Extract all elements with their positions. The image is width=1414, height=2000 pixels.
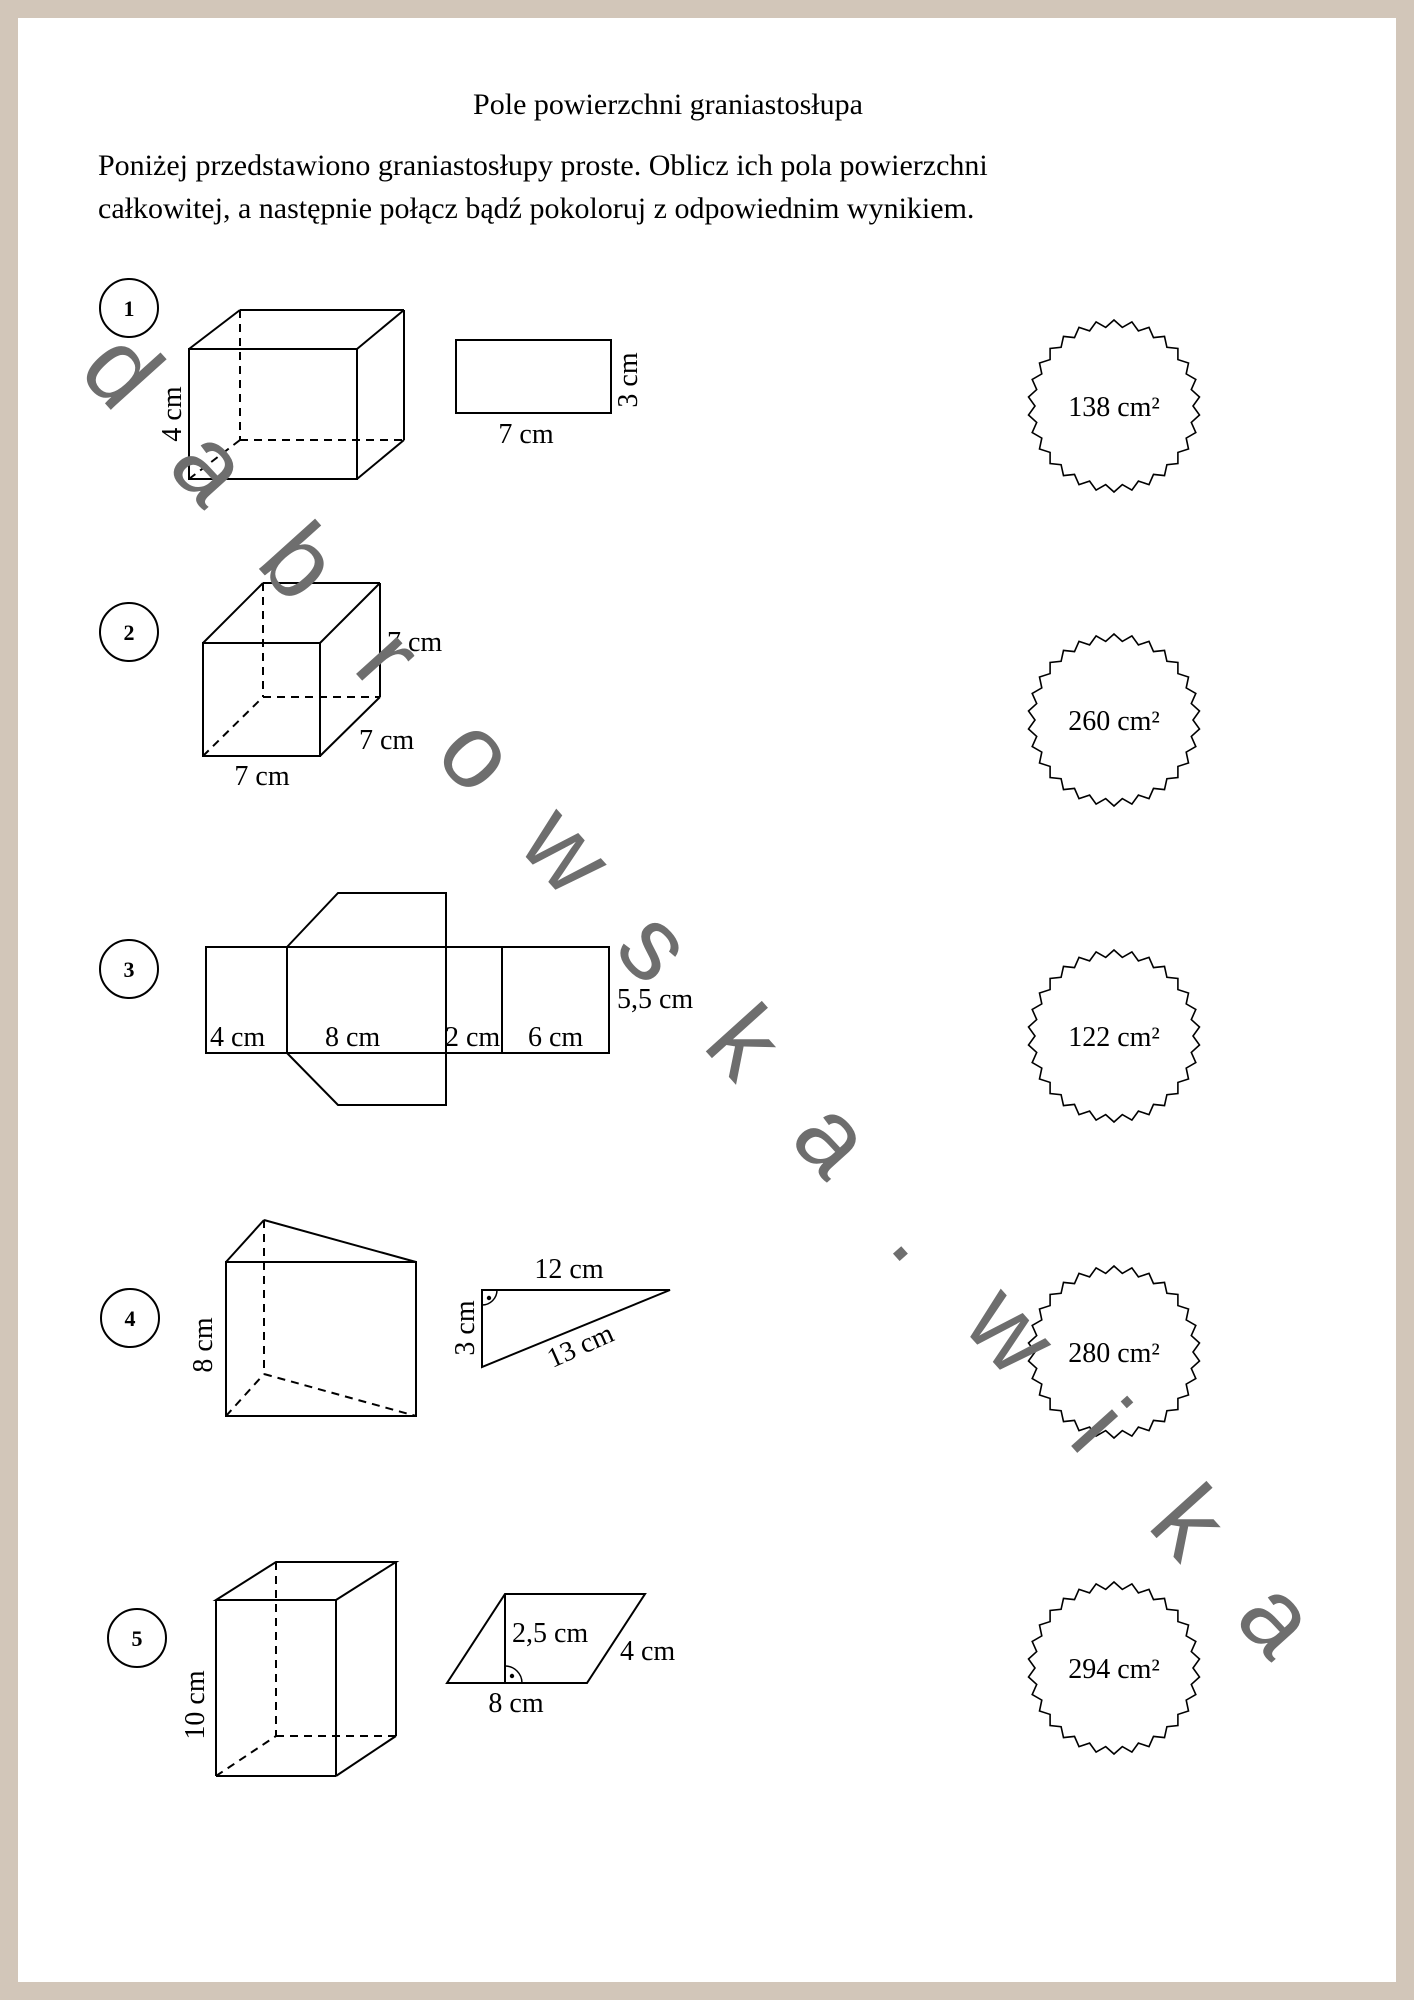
dimension-label: 8 cm — [488, 1688, 543, 1719]
dimension-label: 7 cm — [387, 627, 442, 658]
cube-figure — [202, 582, 381, 757]
answer-badge-5 — [1027, 1580, 1201, 1756]
parallelogram-base — [445, 1593, 647, 1684]
answer-value: 260 cm² — [1068, 706, 1160, 737]
task-number-circle — [100, 1288, 160, 1348]
cuboid-figure — [188, 309, 405, 480]
prism-net-figure — [205, 892, 610, 1106]
task-1 — [99, 278, 612, 480]
dimension-label: 10 cm — [180, 1670, 211, 1739]
task-number: 4 — [125, 1306, 136, 1331]
parallelogram-prism-figure — [212, 1561, 400, 1777]
base-rectangle — [455, 339, 612, 414]
dimension-label: 2 cm — [445, 1022, 500, 1053]
dimension-label: 12 cm — [534, 1254, 603, 1285]
task-5 — [107, 1561, 647, 1777]
dimension-label: 8 cm — [188, 1317, 219, 1372]
task-4 — [100, 1219, 671, 1417]
task-number: 1 — [124, 296, 135, 321]
dimension-label: 7 cm — [359, 725, 414, 756]
task-number-circle — [99, 278, 159, 338]
task-number-circle — [99, 602, 159, 662]
dimension-label: 6 cm — [528, 1022, 583, 1053]
task-3 — [99, 892, 610, 1106]
dimension-label: 5,5 cm — [617, 984, 693, 1015]
answer-value: 280 cm² — [1068, 1338, 1160, 1369]
dimension-label: 7 cm — [498, 419, 553, 450]
dimension-label: 3 cm — [613, 352, 644, 407]
answer-value: 294 cm² — [1068, 1654, 1160, 1685]
answer-badge-3 — [1027, 948, 1201, 1124]
dimension-label: 8 cm — [325, 1022, 380, 1053]
dimension-label: 7 cm — [234, 761, 289, 792]
dimension-label: 4 cm — [210, 1022, 265, 1053]
task-number-circle — [107, 1608, 167, 1668]
task-number: 5 — [132, 1626, 143, 1651]
worksheet-page: Pole powierzchni graniastosłupa Poniżej … — [18, 18, 1396, 1982]
dimension-label: 2,5 cm — [512, 1618, 588, 1649]
task-2 — [99, 582, 381, 757]
task-number-circle — [99, 939, 159, 999]
answer-badges — [1027, 318, 1201, 1756]
answer-value: 122 cm² — [1068, 1022, 1160, 1053]
answer-value: 138 cm² — [1068, 392, 1160, 423]
dimension-label: 4 cm — [620, 1636, 675, 1667]
instructions: Poniżej przedstawiono graniastosłupy pro… — [98, 144, 1248, 230]
triangular-prism-figure — [225, 1219, 417, 1417]
task-number: 3 — [124, 957, 135, 982]
right-angle-dot — [486, 1295, 492, 1301]
task-number: 2 — [124, 620, 135, 645]
answer-badge-1 — [1027, 318, 1201, 494]
right-angle-dot — [509, 1673, 515, 1679]
instruction-line-1: Poniżej przedstawiono graniastosłupy pro… — [98, 149, 988, 182]
right-triangle-base — [481, 1289, 671, 1369]
figures-canvas: 1 2 3 4 5 4 cm 7 cm 3 cm 7 cm 7 cm 7 cm … — [99, 278, 1201, 1777]
instruction-line-2: całkowitej, a następnie połącz bądź poko… — [98, 192, 975, 225]
dimension-label: 3 cm — [450, 1300, 481, 1355]
dimension-label: 4 cm — [157, 386, 188, 441]
answer-badge-2 — [1027, 632, 1201, 808]
answer-badge-4 — [1027, 1264, 1201, 1440]
page-title: Pole powierzchni graniastosłupa — [473, 88, 863, 121]
